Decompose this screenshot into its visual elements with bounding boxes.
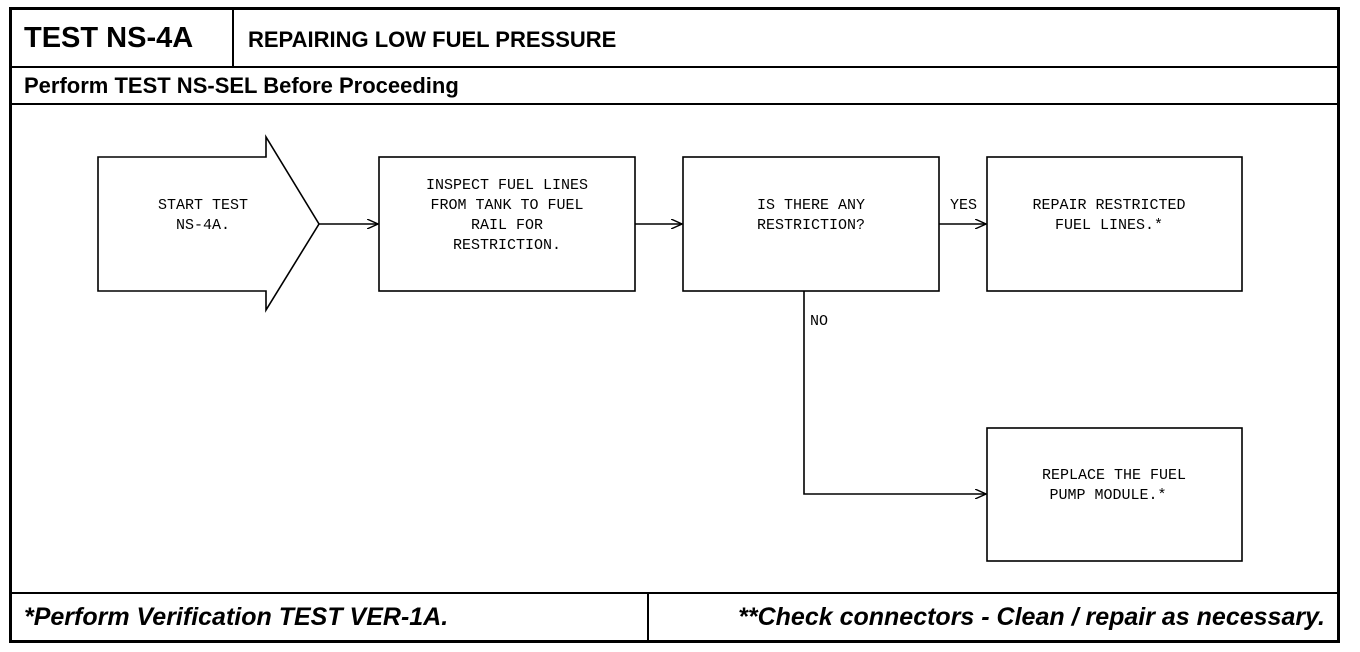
inspect-node-line-4: RESTRICTION. [453,237,561,254]
question-node-box [682,156,940,292]
footer-connector-note: **Check connectors - Clean / repair as n… [738,603,1325,631]
start-node-shape [97,134,320,313]
replace-node-line-2: PUMP MODULE.* [1049,487,1166,504]
footer-verification-note: *Perform Verification TEST VER-1A. [12,594,649,640]
test-id: TEST NS-4A [12,10,234,66]
repair-node-box [986,156,1243,292]
inspect-node-line-2: FROM TANK TO FUEL [430,197,583,214]
question-node-line-2: RESTRICTION? [757,217,865,234]
replace-node-line-1: REPLACE THE FUEL [1042,467,1186,484]
header-row: TEST NS-4A REPAIRING LOW FUEL PRESSURE [12,10,1337,68]
start-node-line-2: NS-4A. [176,217,230,234]
footer-row: *Perform Verification TEST VER-1A. **Che… [12,592,1337,640]
repair-node-line-1: REPAIR RESTRICTED [1032,197,1185,214]
repair-node-line-2: FUEL LINES.* [1055,217,1163,234]
inspect-node-box [378,156,636,292]
inspect-node-line-3: RAIL FOR [471,217,543,234]
prerequisite-note: Perform TEST NS-SEL Before Proceeding [12,68,1337,105]
edge-label-no: NO [810,313,828,330]
edge-question-to-replace [803,291,986,494]
replace-node-box [986,427,1243,562]
start-node-line-1: START TEST [158,197,248,214]
test-procedure-frame: TEST NS-4A REPAIRING LOW FUEL PRESSURE P… [9,7,1340,643]
question-node-line-1: IS THERE ANY [757,197,865,214]
procedure-title: REPAIRING LOW FUEL PRESSURE [248,27,617,52]
inspect-node-line-1: INSPECT FUEL LINES [426,177,588,194]
edge-label-yes: YES [950,197,977,214]
